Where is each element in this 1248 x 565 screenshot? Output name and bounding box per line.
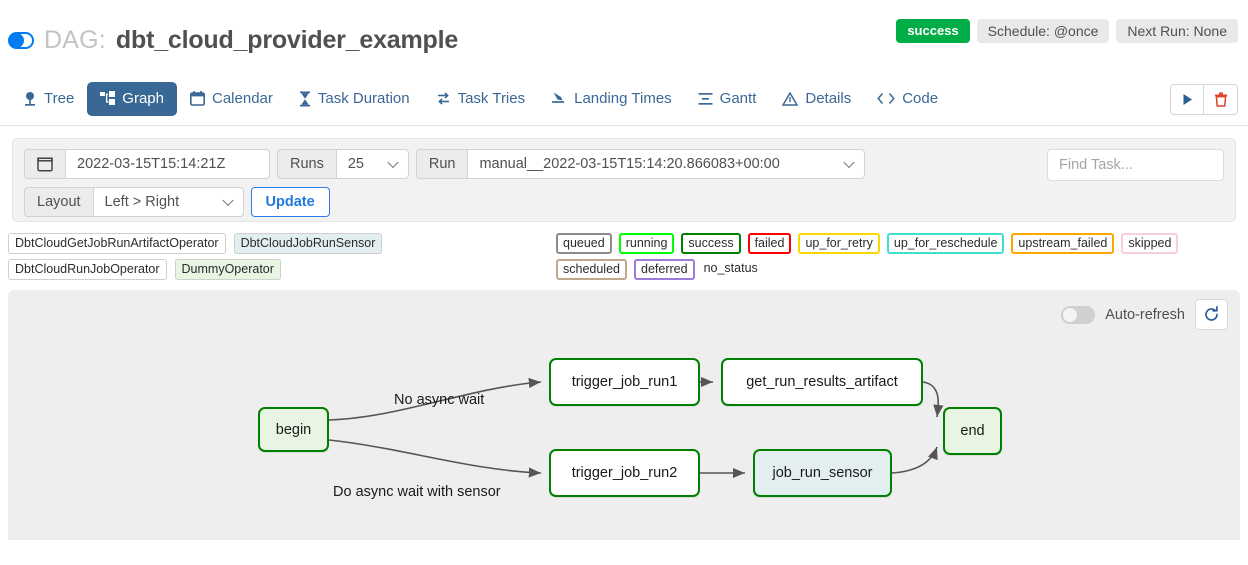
- landing-icon: [551, 91, 567, 106]
- graph-panel: Auto-refresh begin trigger_job_run1 get_ru…: [8, 290, 1240, 540]
- header-badges: success Schedule: @once Next Run: None: [896, 19, 1238, 43]
- calendar-icon: [37, 157, 53, 172]
- play-icon: [1183, 94, 1192, 105]
- graph-edges: [328, 376, 944, 479]
- graph-node-trigger_job_run2[interactable]: trigger_job_run2: [549, 449, 700, 497]
- tab-task-tries[interactable]: Task Tries: [423, 82, 539, 116]
- tab-label: Graph: [122, 89, 164, 107]
- tab-label: Gantt: [719, 89, 757, 107]
- next-run-badge: Next Run: None: [1116, 19, 1238, 43]
- legend-operator[interactable]: DbtCloudJobRunSensor: [233, 233, 383, 254]
- tab-label: Task Tries: [457, 89, 526, 107]
- legend-status[interactable]: queued: [556, 233, 612, 254]
- tab-graph[interactable]: Graph: [87, 81, 177, 116]
- tab-label: Details: [805, 89, 852, 107]
- run-group: Run manual__2022-03-15T15:14:20.866083+0…: [415, 149, 866, 179]
- runs-select[interactable]: 25: [335, 149, 409, 179]
- calendar-icon: [190, 91, 205, 106]
- auto-refresh-label: Auto-refresh: [1105, 306, 1185, 323]
- refresh-button[interactable]: [1195, 299, 1228, 330]
- legend-status[interactable]: upstream_failed: [1011, 233, 1115, 254]
- dag-action-buttons: [1170, 84, 1238, 115]
- runs-group: Runs 25: [277, 149, 409, 179]
- legend-status[interactable]: skipped: [1121, 233, 1179, 254]
- legend-operator[interactable]: DbtCloudGetJobRunArtifactOperator: [8, 233, 226, 254]
- graph-node-end[interactable]: end: [943, 407, 1002, 455]
- gantt-icon: [698, 92, 713, 106]
- graph-toolbar: Auto-refresh: [1061, 299, 1228, 330]
- hourglass-icon: [299, 91, 311, 107]
- graph-icon: [100, 91, 116, 106]
- legend-status[interactable]: scheduled: [556, 259, 627, 280]
- warning-icon: [782, 91, 799, 106]
- tab-calendar[interactable]: Calendar: [177, 82, 286, 116]
- delete-dag-button[interactable]: [1204, 84, 1238, 115]
- tab-label: Landing Times: [574, 89, 672, 107]
- filter-panel: 2022-03-15T15:14:21Z Runs 25 Run manual_…: [12, 138, 1236, 222]
- tab-label: Task Duration: [317, 89, 410, 107]
- legend-operator[interactable]: DbtCloudRunJobOperator: [8, 259, 167, 280]
- graph-node-begin[interactable]: begin: [258, 407, 329, 452]
- tab-label: Calendar: [212, 89, 273, 107]
- dag-pause-toggle[interactable]: [8, 32, 34, 49]
- graph-edge-label: Do async wait with sensor: [333, 484, 501, 500]
- graph-node-job_run_sensor[interactable]: job_run_sensor: [753, 449, 892, 497]
- legend-operator[interactable]: DummyOperator: [174, 259, 281, 280]
- trigger-dag-button[interactable]: [1170, 84, 1204, 115]
- tab-label: Code: [902, 89, 939, 107]
- legend-status[interactable]: failed: [747, 233, 792, 254]
- tab-task-duration[interactable]: Task Duration: [286, 82, 423, 116]
- tab-gantt[interactable]: Gantt: [685, 82, 770, 116]
- run-select[interactable]: manual__2022-03-15T15:14:20.866083+00:00: [467, 149, 866, 179]
- refresh-icon: [1205, 306, 1218, 321]
- tab-details[interactable]: Details: [769, 82, 864, 116]
- layout-label: Layout: [24, 187, 93, 217]
- retry-icon: [436, 91, 451, 106]
- tree-icon: [23, 91, 37, 107]
- dag-title: DAG: dbt_cloud_provider_example: [8, 26, 458, 55]
- legend-status[interactable]: up_for_retry: [798, 233, 880, 254]
- tab-label: Tree: [44, 89, 75, 107]
- graph-node-get_run_results_artifact[interactable]: get_run_results_artifact: [721, 358, 923, 406]
- layout-group: Layout Left > Right: [24, 187, 244, 217]
- dag-label: DAG:: [44, 26, 106, 54]
- find-task-input[interactable]: Find Task...: [1047, 149, 1224, 181]
- legend-statuses: queued running success failed up_for_retry up…: [556, 233, 1240, 280]
- code-icon: [877, 92, 896, 105]
- legend-status[interactable]: success: [681, 233, 741, 254]
- run-label: Run: [415, 149, 468, 179]
- update-button[interactable]: Update: [250, 187, 330, 217]
- legend-status[interactable]: deferred: [634, 259, 695, 280]
- status-badge: success: [896, 19, 970, 43]
- trash-icon: [1214, 92, 1227, 107]
- filter-row-2: Layout Left > Right Update: [24, 187, 1224, 217]
- tab-code[interactable]: Code: [864, 82, 951, 116]
- runs-label: Runs: [277, 149, 336, 179]
- legend-status[interactable]: up_for_reschedule: [886, 233, 1005, 254]
- graph-node-trigger_job_run1[interactable]: trigger_job_run1: [549, 358, 700, 406]
- legend-status[interactable]: running: [618, 233, 675, 254]
- base-date-group: 2022-03-15T15:14:21Z: [24, 149, 270, 179]
- dag-name: dbt_cloud_provider_example: [115, 26, 459, 54]
- base-date-input[interactable]: 2022-03-15T15:14:21Z: [65, 149, 270, 179]
- auto-refresh-toggle[interactable]: [1061, 305, 1096, 324]
- schedule-badge[interactable]: Schedule: @once: [976, 19, 1110, 43]
- tab-landing-times[interactable]: Landing Times: [538, 82, 685, 116]
- page-header: DAG: dbt_cloud_provider_example success …: [0, 0, 1248, 72]
- base-date-calendar-button[interactable]: [24, 149, 65, 179]
- graph-edge-label: No async wait: [394, 392, 485, 408]
- layout-select[interactable]: Left > Right: [92, 187, 244, 217]
- tab-tree[interactable]: Tree: [10, 82, 87, 116]
- legend-status[interactable]: no_status: [703, 261, 758, 275]
- filter-row-1: 2022-03-15T15:14:21Z Runs 25 Run manual_…: [24, 149, 1224, 179]
- view-tabbar: Tree Graph Calendar Task Duration Task T…: [0, 72, 1248, 126]
